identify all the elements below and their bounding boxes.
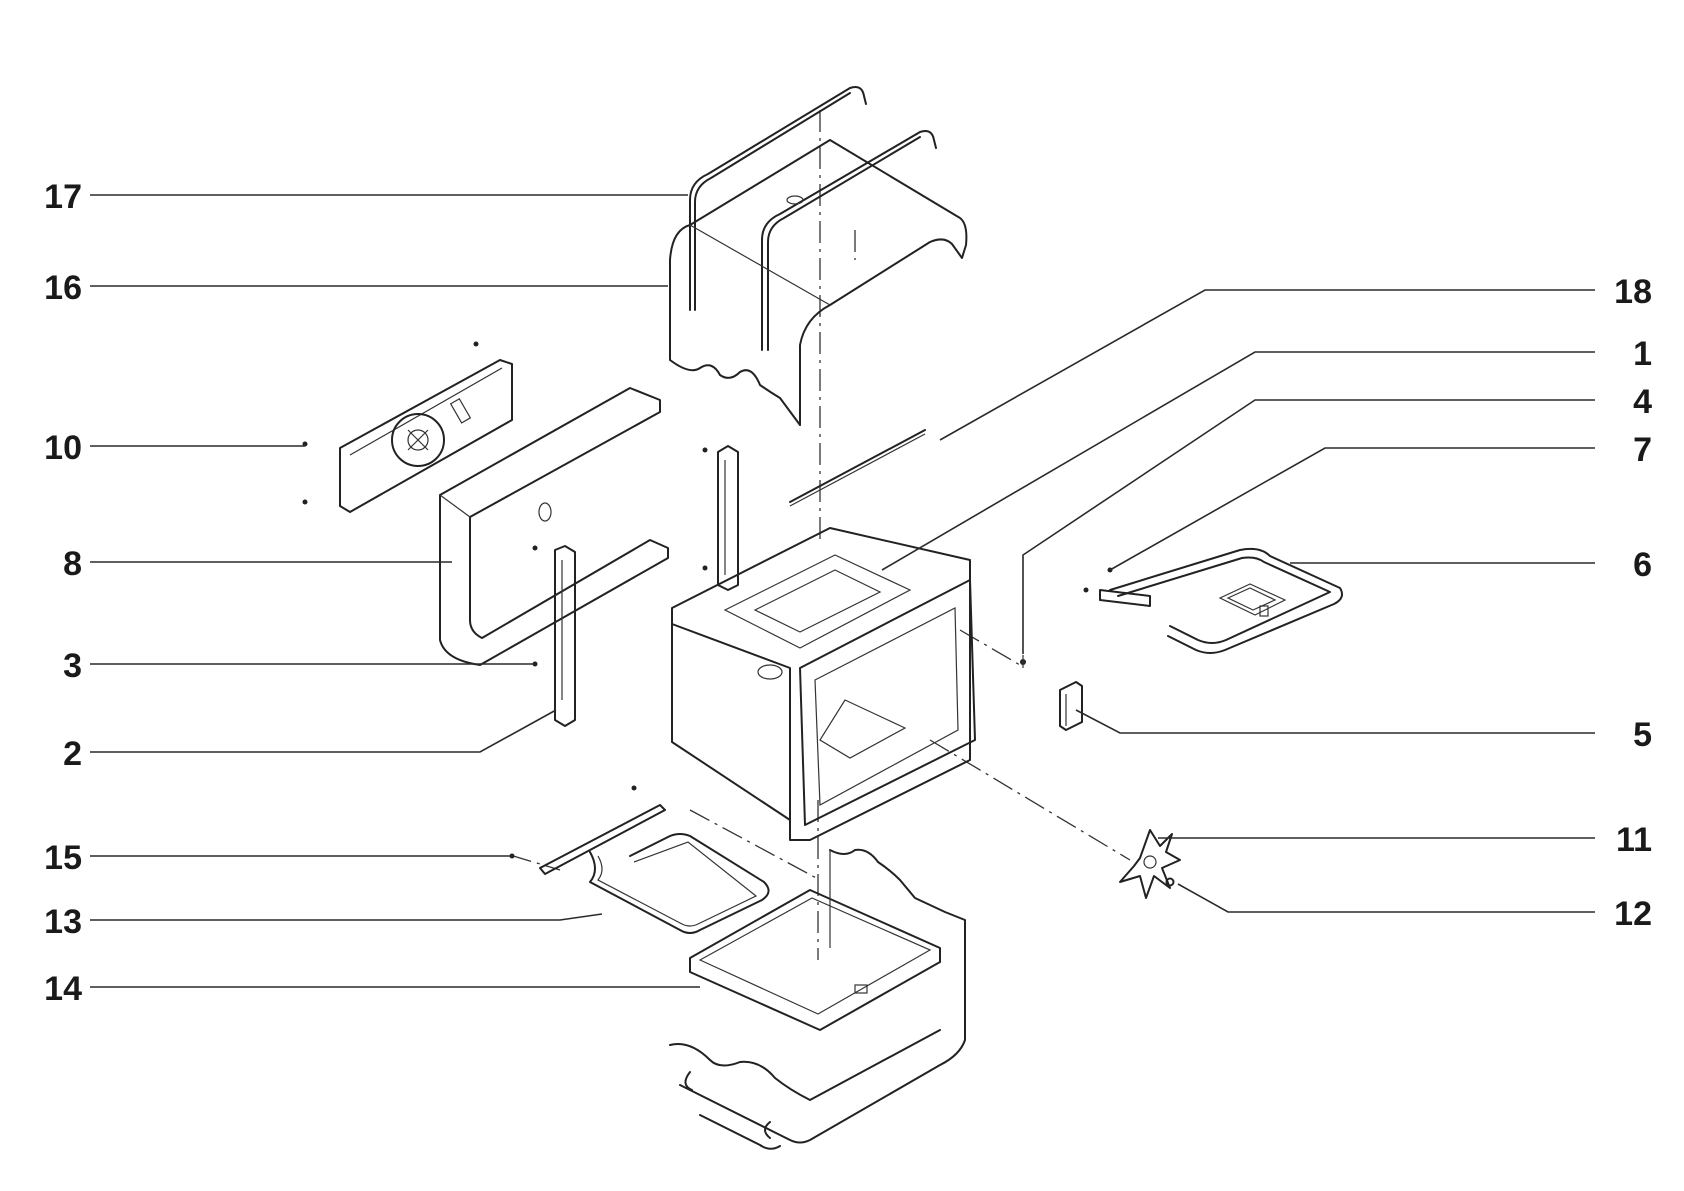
callout-12: 12 (1614, 895, 1652, 933)
callout-14: 14 (44, 970, 82, 1008)
callout-18: 18 (1614, 273, 1652, 311)
callout-6: 6 (1633, 546, 1652, 584)
callout-10: 10 (44, 429, 82, 467)
callout-labels-right: 18 1 4 7 6 5 11 12 (1614, 273, 1652, 933)
part-1-oven-cavity (671, 527, 976, 841)
part-15-bottom-element (509, 785, 770, 934)
part-11-fan-blade (1119, 829, 1181, 899)
callout-17: 17 (44, 178, 82, 216)
callout-4: 4 (1633, 383, 1652, 421)
callout-13: 13 (44, 903, 82, 941)
callout-15: 15 (44, 839, 82, 877)
part-6-heating-element (1083, 547, 1343, 654)
callout-11: 11 (1616, 821, 1652, 859)
part-12-nut (1165, 877, 1175, 887)
leader-lines (90, 194, 1595, 988)
part-bottom-cover (669, 848, 966, 1150)
part-2-left-bracket (532, 545, 576, 727)
part-5-sensor-box (1059, 681, 1083, 731)
part-8-back-cover (439, 387, 669, 666)
callout-2: 2 (63, 735, 82, 773)
part-16-top-cover (669, 139, 968, 426)
callout-1: 1 (1633, 335, 1652, 373)
part-17-top-rails (689, 86, 937, 351)
callout-labels-left: 17 16 10 8 3 2 15 13 14 (44, 178, 82, 1008)
callout-3: 3 (63, 647, 82, 685)
part-10-rear-panel (302, 341, 513, 513)
assembly-axis-lines (509, 110, 1131, 960)
part-4-screw (1020, 655, 1026, 668)
callout-16: 16 (44, 269, 82, 307)
callout-7: 7 (1633, 431, 1652, 469)
callout-8: 8 (63, 545, 82, 583)
part-14-bottom-tray (689, 889, 941, 1031)
part-right-bracket (702, 445, 739, 591)
callout-5: 5 (1633, 716, 1652, 754)
part-18-rod (789, 429, 926, 507)
